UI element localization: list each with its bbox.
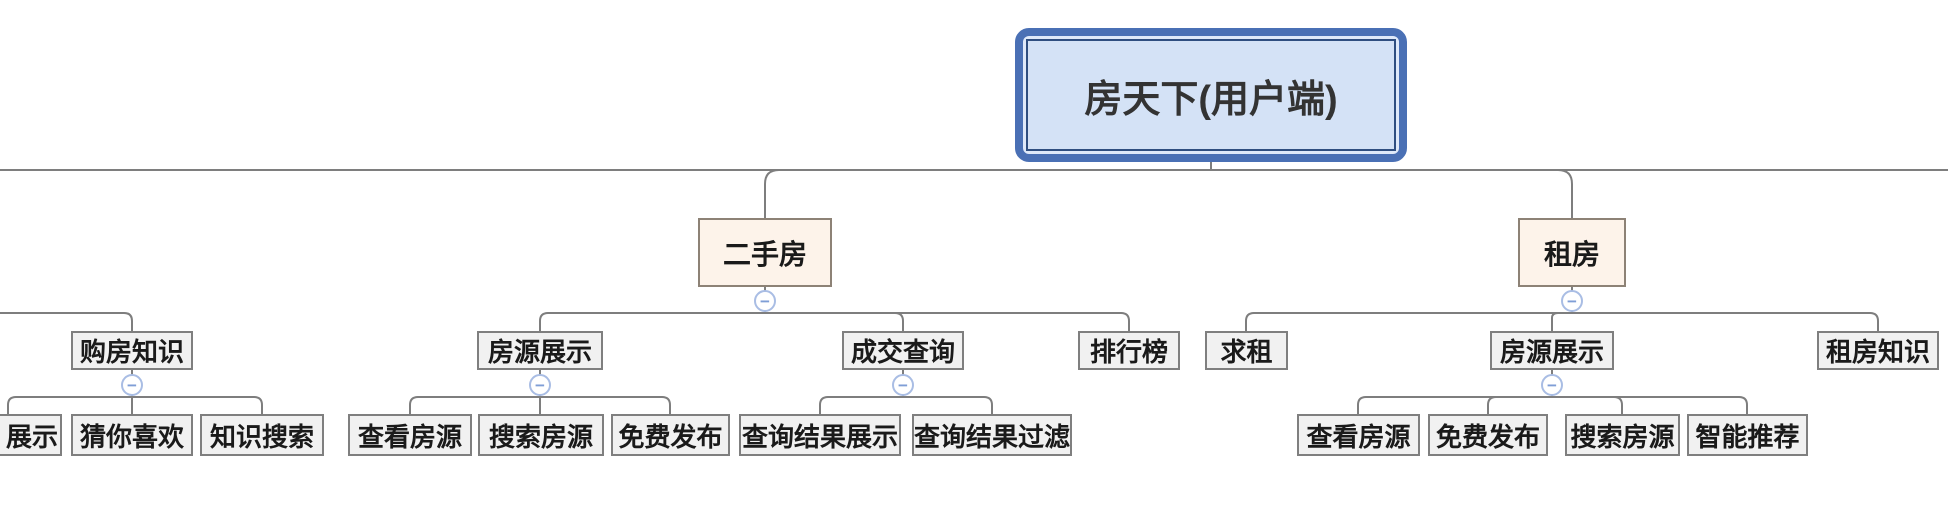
root-level-bus <box>0 162 1948 218</box>
node-sousuofangyuan-ershou[interactable]: 搜索房源 <box>478 414 604 456</box>
edge-to-fangyuanzhanshi-zu <box>1551 312 1572 331</box>
edge-to-sousuofangyuan-zu <box>1552 396 1623 414</box>
node-goufangzhishi[interactable]: 购房知识 <box>71 331 193 370</box>
edge-to-chakanfangyuan-zu <box>1357 396 1552 414</box>
edge-root-to-zufang <box>1557 169 1573 218</box>
node-zhanshi-clipped[interactable]: 展示 <box>0 414 62 456</box>
node-chakanfangyuan-ershou[interactable]: 查看房源 <box>348 414 472 456</box>
edge-offscreen-to-goufangzhishi <box>0 312 133 331</box>
edge-to-chaxunjieguozhanshi <box>819 396 903 414</box>
node-cainixihuan[interactable]: 猜你喜欢 <box>71 414 193 456</box>
node-paihangbang[interactable]: 排行榜 <box>1078 331 1180 370</box>
zufang-children-edges <box>1245 287 1879 331</box>
node-chengjiaochaxun[interactable]: 成交查询 <box>842 331 964 370</box>
collapse-icon-zufang[interactable]: − <box>1561 290 1583 312</box>
node-fangyuanzhanshi-zu[interactable]: 房源展示 <box>1490 331 1614 370</box>
edge-to-zufangzhishi <box>1572 312 1879 331</box>
collapse-icon-chengjiaochaxun[interactable]: − <box>892 374 914 396</box>
collapse-icon-fangyuanzhanshi-ershou[interactable]: − <box>529 374 551 396</box>
node-sousuofangyuan-zu[interactable]: 搜索房源 <box>1565 414 1680 456</box>
edge-to-zhishisousuo <box>132 396 263 414</box>
node-zhinengtuijian[interactable]: 智能推荐 <box>1687 414 1808 456</box>
edge-to-mianfeifabu-zu <box>1487 396 1552 414</box>
node-chaxunjieguozhanshi[interactable]: 查询结果展示 <box>739 414 901 456</box>
node-zufangzhishi[interactable]: 租房知识 <box>1817 331 1939 370</box>
edge-to-paihangbang <box>765 312 1130 331</box>
node-chaxunjieguoguolv[interactable]: 查询结果过滤 <box>912 414 1072 456</box>
edge-to-chakanfangyuan-2 <box>409 396 540 414</box>
collapse-icon-ershoufang[interactable]: − <box>754 290 776 312</box>
root-node[interactable]: 房天下(用户端) <box>1015 28 1407 162</box>
edge-to-zhinengtuijian <box>1552 396 1748 414</box>
edge-to-chaxunjieguoguolv <box>903 396 993 414</box>
node-fangyuanzhanshi-ershou[interactable]: 房源展示 <box>477 331 603 370</box>
edge-to-fangyuanzhanshi-2 <box>539 312 765 331</box>
edge-to-mianfeifabu-2 <box>540 396 671 414</box>
edge-root-to-ershoufang <box>764 169 780 218</box>
branch-ershoufang[interactable]: 二手房 <box>698 218 832 287</box>
node-qiuzu[interactable]: 求租 <box>1205 331 1288 370</box>
edge-to-chengjiaochaxun <box>765 312 904 331</box>
ershoufang-children-edges <box>539 287 1130 331</box>
collapse-icon-goufangzhishi[interactable]: − <box>121 374 143 396</box>
branch-zufang[interactable]: 租房 <box>1518 218 1626 287</box>
edge-to-zhanshi-cut <box>7 396 132 414</box>
collapse-icon-fangyuanzhanshi-zu[interactable]: − <box>1541 374 1563 396</box>
root-node-label: 房天下(用户端) <box>1026 39 1396 151</box>
node-mianfeifabu-ershou[interactable]: 免费发布 <box>611 414 730 456</box>
node-mianfeifabu-zu[interactable]: 免费发布 <box>1428 414 1548 456</box>
node-zhishisousuo[interactable]: 知识搜索 <box>200 414 324 456</box>
node-chakanfangyuan-zu[interactable]: 查看房源 <box>1297 414 1420 456</box>
edge-to-qiuzu <box>1245 312 1572 331</box>
